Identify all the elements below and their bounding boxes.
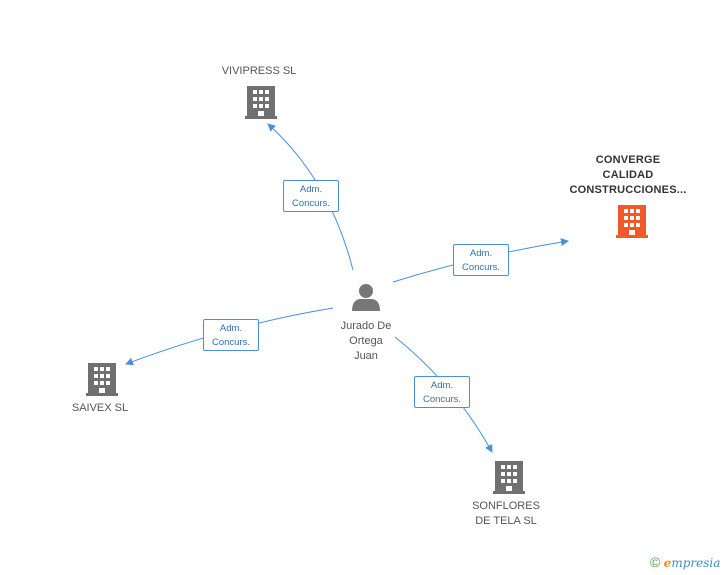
- company-label-line: CONVERGE: [595, 154, 661, 166]
- building-icon-converge[interactable]: [616, 205, 648, 238]
- relation-role-line: Adm.: [469, 248, 493, 259]
- center-label-line: Ortega: [349, 335, 383, 347]
- company-label-converge[interactable]: CONVERGE CALIDAD CONSTRUCCIONES...: [562, 153, 694, 198]
- relation-label-sonflores[interactable]: Adm. Concurs.: [414, 376, 470, 408]
- relation-role-line: Concurs.: [211, 337, 250, 348]
- company-label-line: DE TELA SL: [475, 515, 537, 527]
- company-label-line: SONFLORES: [472, 500, 540, 512]
- company-label-line: VIVIPRESS SL: [221, 65, 297, 77]
- company-label-sonflores[interactable]: SONFLORES DE TELA SL: [456, 499, 556, 529]
- center-person-label[interactable]: Jurado De Ortega Juan: [326, 319, 406, 364]
- relation-label-converge[interactable]: Adm. Concurs.: [453, 244, 509, 276]
- relation-label-vivipress[interactable]: Adm. Concurs.: [283, 180, 339, 212]
- copyright-icon: ©: [650, 554, 661, 570]
- center-label-line: Jurado De: [340, 320, 392, 332]
- relation-role-line: Adm.: [299, 184, 323, 195]
- building-icon-saivex[interactable]: [86, 363, 118, 396]
- center-label-line: Juan: [354, 350, 378, 362]
- brand-name: mpresia: [671, 556, 721, 570]
- company-label-line: CONSTRUCCIONES...: [569, 184, 687, 196]
- relation-role-line: Concurs.: [461, 262, 500, 273]
- company-label-saivex[interactable]: SAIVEX SL: [50, 401, 150, 416]
- person-icon[interactable]: [352, 284, 380, 311]
- company-label-vivipress[interactable]: VIVIPRESS SL: [199, 64, 319, 79]
- relation-role-line: Concurs.: [422, 394, 461, 405]
- brand-initial: e: [663, 556, 672, 570]
- empresia-watermark: © empresia: [650, 554, 720, 570]
- building-icon-vivipress[interactable]: [245, 86, 277, 119]
- relation-role-line: Concurs.: [291, 198, 330, 209]
- relation-label-saivex[interactable]: Adm. Concurs.: [203, 319, 259, 351]
- relation-role-line: Adm.: [430, 380, 454, 391]
- relation-role-line: Adm.: [219, 323, 243, 334]
- company-label-line: CALIDAD: [602, 169, 654, 181]
- company-label-line: SAIVEX SL: [71, 402, 129, 414]
- building-icon-sonflores[interactable]: [493, 461, 525, 494]
